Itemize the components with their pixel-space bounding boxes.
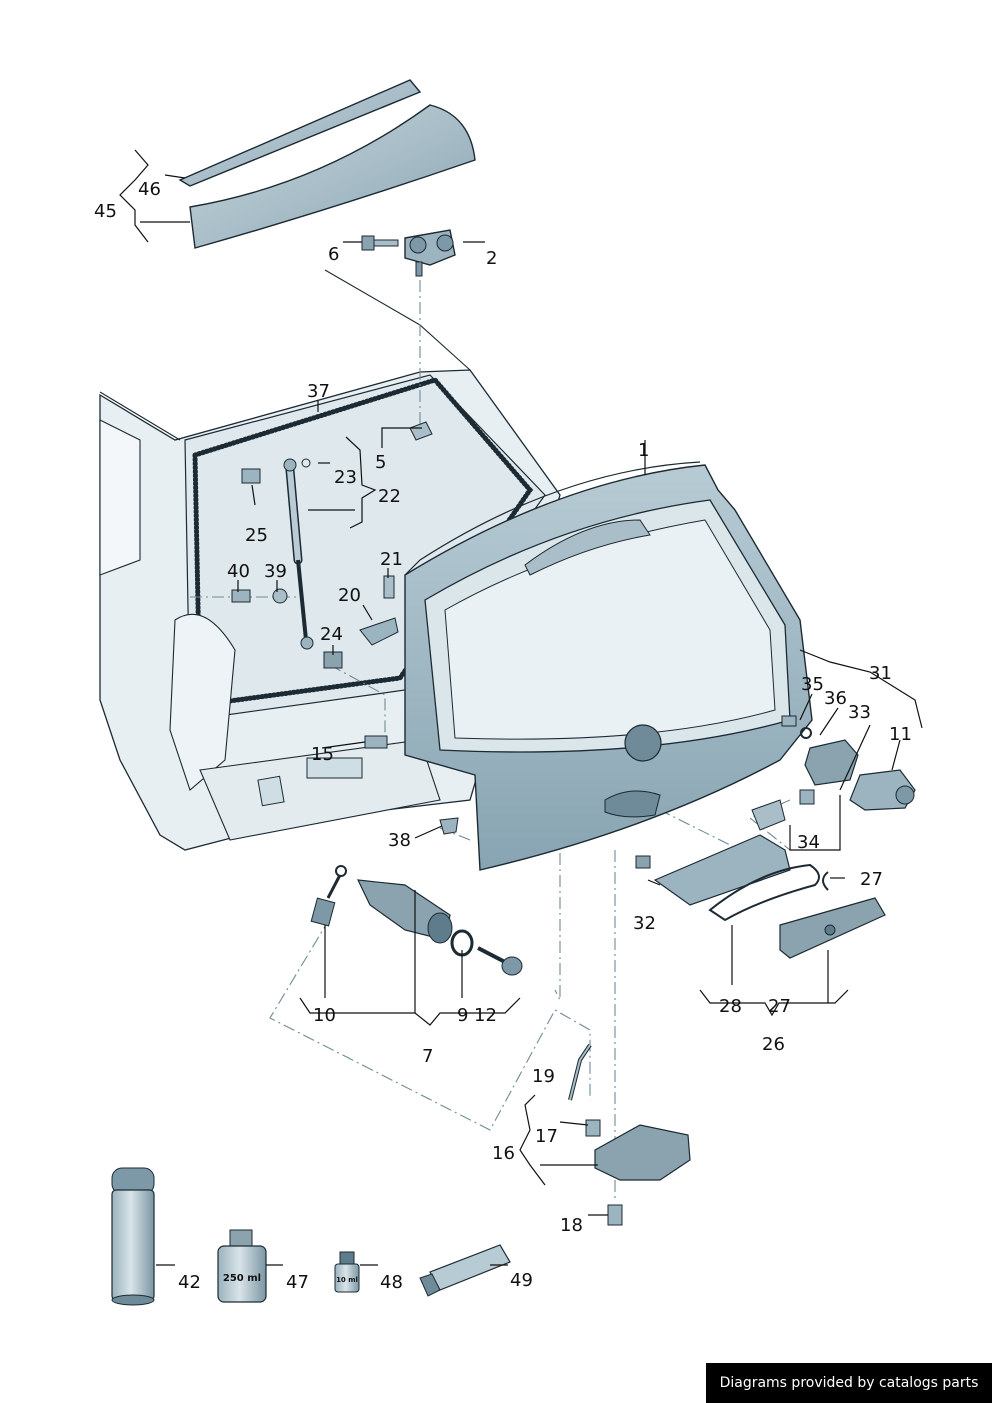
- callout-33: 33: [848, 702, 871, 723]
- callout-18: 18: [560, 1215, 583, 1236]
- callout-16: 16: [492, 1143, 515, 1164]
- leader-lines: [119, 149, 923, 1266]
- tube-product: [419, 1244, 511, 1297]
- callout-25: 25: [245, 525, 268, 546]
- bottle-volume-label: 10 ml: [336, 1276, 358, 1284]
- callout-28: 28: [719, 996, 742, 1017]
- callout-10: 10: [313, 1005, 336, 1026]
- callout-1: 1: [638, 440, 649, 461]
- callout-38: 38: [388, 830, 411, 851]
- callout-27-group: 27: [768, 996, 791, 1017]
- handle-group: [635, 799, 886, 959]
- callout-12: 12: [474, 1005, 497, 1026]
- footer-credit: Diagrams provided by catalogs parts: [706, 1363, 992, 1403]
- gas-strut-part: [283, 458, 314, 650]
- callout-46: 46: [138, 179, 161, 200]
- callout-labels: 1 2 5 6 7 9 10 11 12 15 16 17 18 19 20 2…: [94, 179, 912, 1293]
- callout-24: 24: [320, 624, 343, 645]
- footer-credit-text: Diagrams provided by catalogs parts: [719, 1375, 979, 1391]
- lock-cylinder-group: [310, 865, 523, 976]
- callout-32: 32: [633, 913, 656, 934]
- callout-15: 15: [311, 744, 334, 765]
- spoiler-upper: [178, 79, 422, 187]
- latch-group: [568, 1043, 691, 1226]
- bolt-part: [361, 235, 399, 251]
- callout-27-handle: 27: [860, 869, 883, 890]
- callout-36: 36: [824, 688, 847, 709]
- callout-26: 26: [762, 1034, 785, 1055]
- tailgate-part: [404, 461, 813, 871]
- actuator-parts: [781, 715, 916, 811]
- can-text: 250 ml 10 ml: [223, 1273, 358, 1284]
- callout-17: 17: [535, 1126, 558, 1147]
- spoiler-lower: [189, 104, 476, 249]
- callout-45: 45: [94, 201, 117, 222]
- callout-42: 42: [178, 1272, 201, 1293]
- vehicle-body: [99, 269, 561, 851]
- callout-49: 49: [510, 1270, 533, 1291]
- tin-volume-label: 250 ml: [223, 1273, 261, 1284]
- callout-20: 20: [338, 585, 361, 606]
- callout-23: 23: [334, 467, 357, 488]
- spray-can-product: [111, 1167, 155, 1306]
- callout-35: 35: [801, 674, 824, 695]
- callout-7: 7: [422, 1046, 433, 1067]
- bottle-product: [334, 1251, 360, 1293]
- callout-21: 21: [380, 549, 403, 570]
- callout-34: 34: [797, 832, 820, 853]
- callout-6: 6: [328, 244, 339, 265]
- callout-19: 19: [532, 1066, 555, 1087]
- callout-37: 37: [307, 381, 330, 402]
- callout-31: 31: [869, 663, 892, 684]
- small-fasteners: [231, 421, 459, 835]
- callout-5: 5: [375, 452, 386, 473]
- hinge-part: [404, 229, 456, 277]
- callout-22: 22: [378, 486, 401, 507]
- callout-39: 39: [264, 561, 287, 582]
- callout-2: 2: [486, 248, 497, 269]
- callout-40: 40: [227, 561, 250, 582]
- callout-47: 47: [286, 1272, 309, 1293]
- callout-48: 48: [380, 1272, 403, 1293]
- tin-product: [217, 1229, 267, 1303]
- callout-11: 11: [889, 724, 912, 745]
- callout-9: 9: [457, 1005, 468, 1026]
